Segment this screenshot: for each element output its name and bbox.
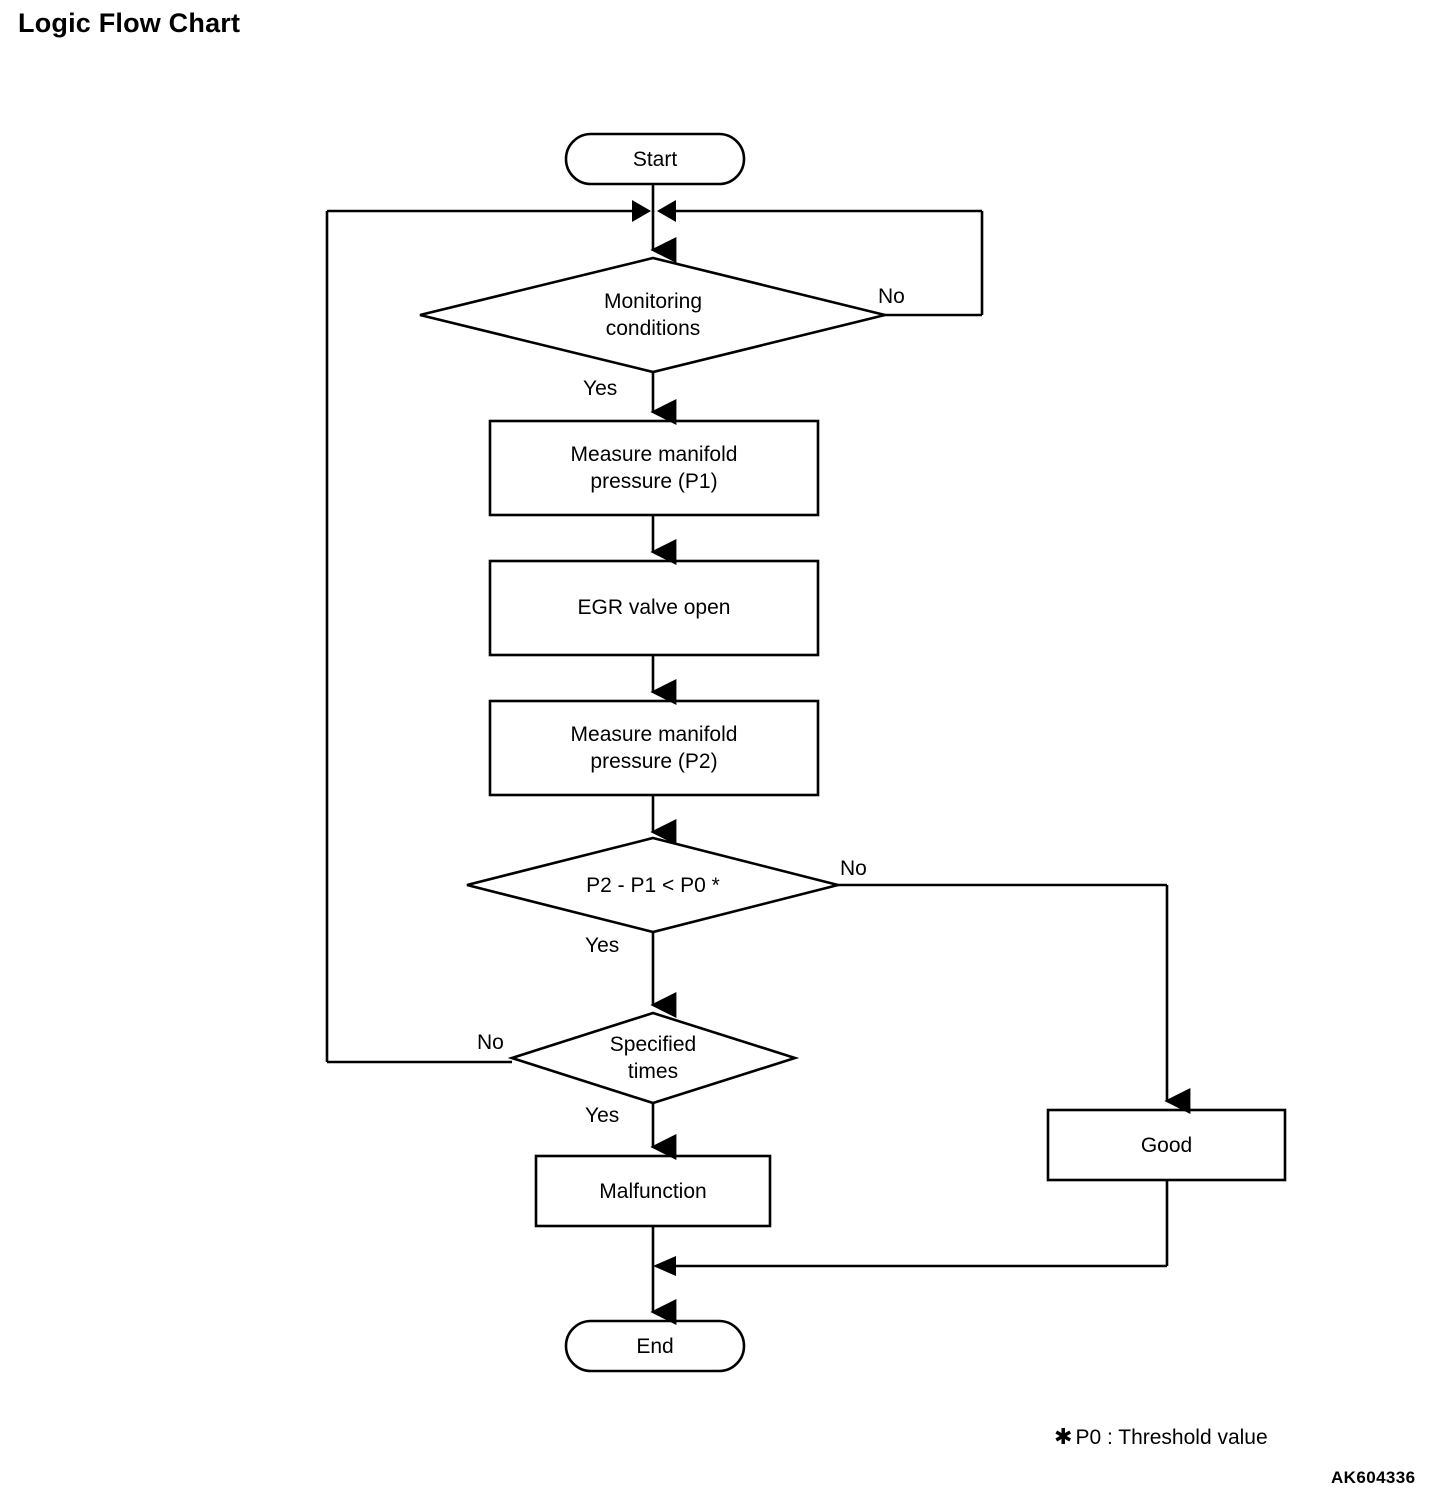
edge-label-compare-yes: Yes (585, 934, 620, 957)
edge-label-compare-no: No (840, 857, 867, 880)
junction-arrowhead-right (657, 200, 676, 222)
footnote: ✱P0 : Threshold value (1054, 1424, 1268, 1450)
reference-code: AK604336 (1331, 1468, 1416, 1487)
edge-label-spectimes-no: No (477, 1031, 504, 1054)
node-start-shape (564, 132, 746, 186)
junction-arrowheads (632, 200, 676, 222)
node-compare-shape (466, 836, 839, 934)
node-malfunction-shape (534, 1154, 772, 1228)
node-egr-open-shape (488, 559, 820, 657)
page-title: Logic Flow Chart (18, 8, 241, 38)
asterisk-icon: ✱ (1054, 1424, 1073, 1449)
edge-label-monitoring-yes: Yes (583, 377, 618, 400)
edge-label-monitoring-no: No (878, 285, 905, 308)
node-end-shape (564, 1319, 746, 1373)
node-measure-p2-shape (488, 699, 820, 797)
junction-arrowhead-left (632, 200, 651, 222)
node-spec-times-shape (507, 1011, 800, 1105)
footnote-text: P0 : Threshold value (1075, 1426, 1268, 1449)
node-good-shape (1046, 1108, 1287, 1182)
edge-label-spectimes-yes: Yes (585, 1104, 620, 1127)
node-measure-p1-shape (488, 419, 820, 517)
good-merge-arrowhead (653, 1256, 676, 1276)
node-monitoring-shape (419, 256, 886, 374)
